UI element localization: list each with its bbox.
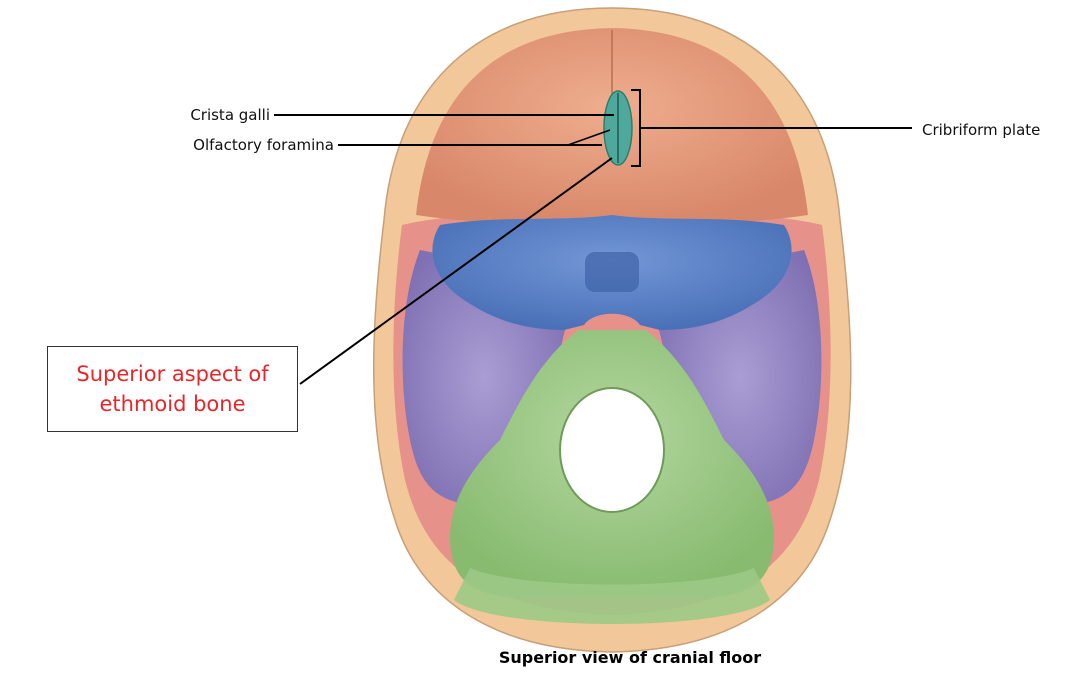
ethmoid-callout-box: Superior aspect of ethmoid bone [47,346,298,432]
cribriform-plate-label: Cribriform plate [922,121,1041,139]
crista-galli-label: Crista galli [190,106,270,124]
olfactory-foramina-leader-angled [567,129,611,146]
ethmoid-callout-leader [299,157,613,385]
callout-line-1: Superior aspect of [76,362,269,386]
olfactory-foramina-label: Olfactory foramina [193,136,334,154]
callout-line-2: ethmoid bone [99,392,246,416]
sella-turcica [585,252,639,292]
foramen-magnum [559,387,665,513]
occipital-lower-band [454,568,770,624]
figure-caption: Superior view of cranial floor [498,648,762,667]
